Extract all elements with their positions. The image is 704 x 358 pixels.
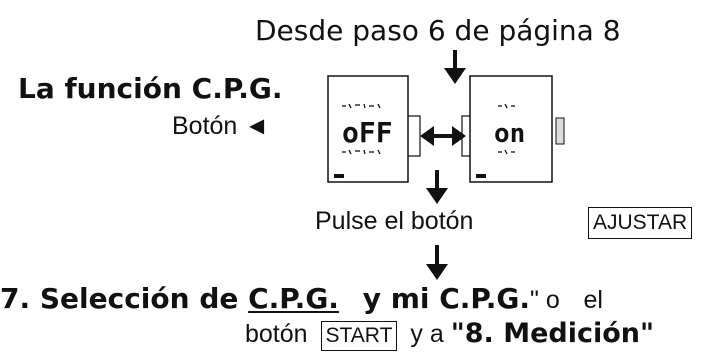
on-value: on	[494, 119, 525, 149]
start-button[interactable]: START	[320, 321, 398, 351]
blink-marks-icon	[342, 103, 381, 155]
blink-marks-icon	[498, 103, 515, 155]
step-or: el	[583, 286, 603, 314]
battery-icon	[334, 174, 344, 178]
press-instruction: Pulse el botón	[315, 207, 474, 235]
step-cpg-link[interactable]: C.P.G.	[248, 282, 339, 315]
double-arrow-icon	[420, 126, 466, 146]
lcd-display-off: oFF	[327, 75, 409, 183]
step-mid: y mi C.P.G.	[362, 282, 531, 315]
lcd-display-on: on	[469, 75, 565, 183]
measurement-target: "8. Medición"	[450, 318, 655, 349]
cpg-function-title: La función C.P.G.	[18, 72, 283, 105]
left-button-label: Botón ◄	[172, 112, 270, 140]
line2-mid: y a	[410, 320, 444, 348]
arrow-down-icon	[426, 170, 448, 204]
adjust-button[interactable]: AJUSTAR	[588, 207, 693, 239]
line2-prefix: botón	[245, 320, 308, 348]
arrow-down-icon	[444, 50, 466, 84]
step-7-line2: botón START y a "8. Medición"	[245, 318, 654, 351]
step-prefix: 7. Selección de	[0, 282, 239, 315]
indicator-icon	[555, 117, 565, 145]
battery-icon	[476, 174, 486, 178]
step-7-heading: 7. Selección de C.P.G. y mi C.P.G." o el	[0, 282, 603, 315]
step-quote: " o	[530, 286, 560, 314]
off-value: oFF	[342, 116, 393, 149]
from-step-text: Desde paso 6 de página 8	[255, 14, 621, 47]
arrow-down-icon	[426, 245, 448, 280]
